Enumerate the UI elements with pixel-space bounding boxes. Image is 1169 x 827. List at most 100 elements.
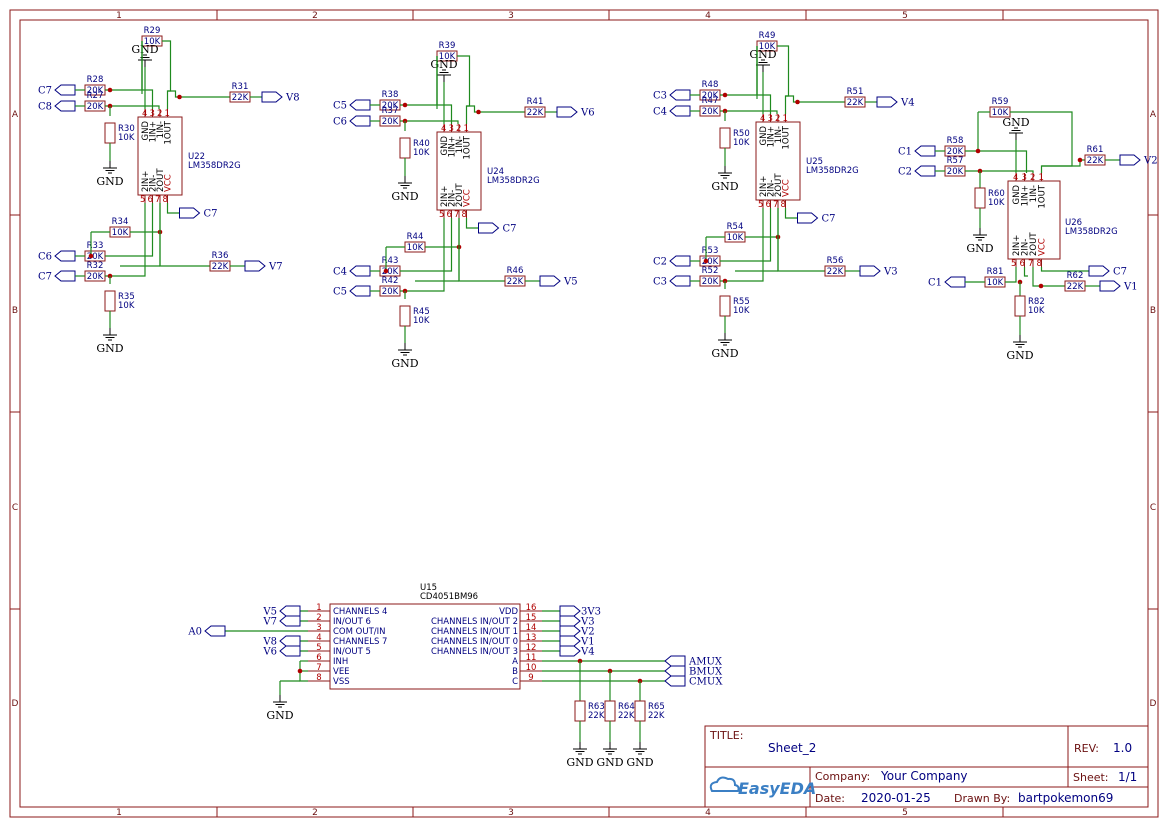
zone-col: 2: [312, 808, 318, 818]
pin-num: 7: [1028, 259, 1033, 269]
resistor-r82: [1014, 295, 1026, 317]
resistor-ref: R44: [407, 232, 424, 242]
resistor-ref: R37: [382, 106, 399, 116]
pin-num: 6: [1020, 259, 1025, 269]
opamp-stage-u25: 4GND31IN+21IN-11OUT52IN+62IN-72OUT8VCCU2…: [653, 31, 915, 360]
junction-dot: [107, 87, 113, 93]
net-label: C1: [928, 278, 942, 289]
resistor-ref: R34: [112, 217, 129, 227]
pin-name: VEE: [333, 667, 350, 677]
net-label: V2: [1143, 156, 1158, 167]
net-flag-icon: [349, 99, 371, 111]
resistor-ref: R81: [987, 267, 1004, 277]
resistor-value: 10K: [988, 198, 1005, 208]
zone-col: 2: [312, 11, 318, 21]
net-flag-icon: [279, 635, 301, 647]
ic-body: [329, 603, 521, 690]
net-label: C7: [38, 86, 52, 97]
resistor-value: 22K: [648, 711, 665, 721]
resistor-value: 22K: [847, 98, 864, 108]
pin-num: 8: [462, 210, 467, 220]
resistor-ref: R53: [702, 246, 719, 256]
pin-num: 3: [449, 124, 454, 134]
pin-num: 3: [768, 114, 773, 124]
resistor-value: 22K: [827, 267, 844, 277]
pin-num: 5: [758, 200, 763, 210]
gnd-label: GND: [391, 190, 418, 203]
resistor-ref: R36: [212, 251, 229, 261]
junction-dot: [703, 258, 709, 264]
drawn-by-value: bartpokemon69: [1018, 791, 1113, 805]
pin-num: 8: [781, 200, 786, 210]
wire: [167, 90, 230, 98]
resistor-value: 10K: [407, 243, 424, 253]
junction-dot: [177, 94, 182, 100]
gnd-label: GND: [711, 347, 738, 360]
zone-row: B: [12, 306, 18, 316]
ground-icon: [756, 59, 770, 72]
date-value: 2020-01-25: [861, 791, 931, 805]
opamp-stage-u22: 4GND31IN+21IN-11OUT52IN+62IN-72OUT8VCCU2…: [38, 26, 300, 355]
ground-icon: [718, 333, 732, 346]
wire: [720, 110, 778, 114]
sheet-title: Sheet_2: [768, 741, 816, 755]
title-block: TITLE: Sheet_2 REV: 1.0 Company: Your Co…: [704, 725, 1149, 808]
junction-dot: [1038, 283, 1044, 289]
pin-name: CHANNELS IN/OUT 2: [431, 617, 518, 627]
ground-icon: [603, 742, 617, 755]
net-flag-icon: [876, 96, 898, 108]
gnd-label: GND: [749, 48, 776, 61]
pin-num: 2: [456, 124, 461, 134]
resistor-r55: [719, 295, 731, 317]
net-label: C7: [204, 209, 218, 220]
net-flag-icon: [669, 255, 691, 267]
resistor-value: 20K: [702, 257, 719, 267]
wire: [162, 40, 172, 109]
resistor-value: 10K: [992, 108, 1009, 118]
wire: [777, 45, 790, 114]
pin-name: 2IN+: [1012, 235, 1022, 256]
zone-row: A: [1150, 110, 1157, 120]
net-label: C5: [333, 101, 347, 112]
pin-num: 2: [157, 109, 162, 119]
gnd-label: GND: [566, 756, 593, 769]
net-label: V3: [883, 267, 898, 278]
net-flag-icon: [1099, 280, 1121, 292]
pin-num: 12: [526, 643, 537, 653]
resistor-r60: [974, 187, 986, 209]
resistor-ref: R60: [988, 189, 1005, 199]
net-label: 3V3: [581, 607, 601, 618]
pin-num: 11: [526, 653, 537, 663]
resistor-value: 22K: [507, 277, 524, 287]
pin-name: VSS: [333, 677, 350, 687]
wire: [1023, 267, 1028, 277]
net-flag-icon: [349, 115, 371, 127]
resistor-ref: R62: [1067, 271, 1084, 281]
pin-num: 3: [1022, 173, 1027, 183]
net-label: V5: [563, 277, 578, 288]
net-label: V3: [580, 617, 595, 628]
ic-part: LM358DR2G: [188, 161, 241, 171]
ic-ref: U24: [487, 167, 504, 177]
net-flag-icon: [556, 106, 578, 118]
resistor-r50: [719, 127, 731, 149]
pin-num: 2: [775, 114, 780, 124]
resistor-value: 20K: [87, 86, 104, 96]
resistor-value: 10K: [112, 228, 129, 238]
ground-icon: [103, 328, 117, 341]
pin-name: 2OUT: [156, 168, 166, 192]
zone-row: C: [1150, 503, 1156, 513]
pin-name: 1IN+: [1021, 185, 1031, 206]
resistor-ref: R32: [87, 261, 104, 271]
pin-name: 2OUT: [774, 173, 784, 197]
pin-name: 1IN+: [149, 121, 159, 142]
rev-value: 1.0: [1113, 741, 1132, 755]
wire: [745, 208, 779, 238]
pin-name: 2IN-: [767, 180, 777, 197]
resistor-r64: [604, 700, 616, 722]
resistor-ref: R35: [118, 292, 135, 302]
net-label: BMUX: [689, 667, 723, 678]
resistor-ref: R65: [648, 702, 665, 712]
resistor-ref: R31: [232, 82, 249, 92]
resistor-ref: R49: [759, 31, 776, 41]
